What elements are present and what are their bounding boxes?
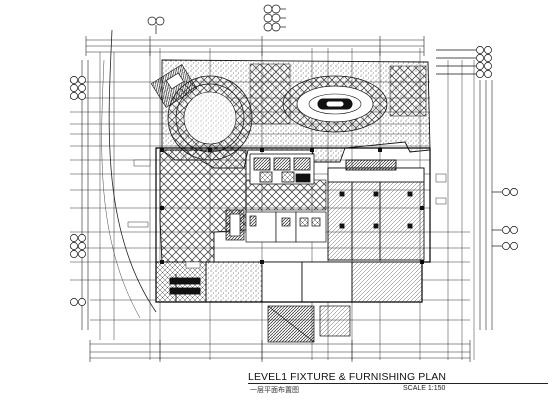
grid-bubble: [70, 250, 86, 258]
site-boundary-curve: [108, 29, 157, 313]
entrance-ramp: [267, 305, 351, 343]
lower-wing: [155, 261, 423, 303]
retail-hall: [327, 159, 425, 261]
herringbone-plaza: [249, 63, 291, 125]
grid-bubble: [502, 226, 518, 234]
building-outline: [155, 147, 431, 303]
bottom-dimension-strings: [89, 340, 471, 362]
corridor-floor: [245, 179, 327, 211]
grid-bubbles-top: [147, 4, 286, 34]
entrance-pavilion: [150, 64, 198, 108]
grid-bubble: [263, 22, 281, 32]
service-core: [249, 153, 315, 185]
title-block: LEVEL1 FIXTURE & FURNISHING PLAN 一层平面布置图…: [248, 369, 548, 409]
oval-fountain: [282, 75, 388, 133]
drawing-title: LEVEL1 FIXTURE & FURNISHING PLAN: [248, 371, 447, 383]
grid-bubble: [263, 13, 281, 23]
site-boundary-curve: [101, 59, 141, 319]
grid-bubbles-left: [70, 76, 86, 306]
grid-bubble: [70, 298, 86, 306]
title-underline: [248, 383, 548, 384]
grid-bubble: [70, 242, 86, 250]
grid-bubble: [502, 242, 518, 250]
lobby-floor: [159, 149, 247, 263]
circular-garden: [167, 75, 253, 161]
drawing-subtitle: 一层平面布置图: [250, 386, 299, 394]
herringbone-plaza: [389, 65, 427, 117]
side-dimension-strings: [81, 60, 493, 330]
grid-bubble: [476, 46, 492, 54]
grid-bubble: [70, 92, 86, 100]
grid-bubble: [147, 16, 165, 26]
annotation-ticks: [127, 159, 447, 269]
scale-label: SCALE 1:150: [403, 385, 446, 392]
grid-bubble: [70, 234, 86, 242]
grid-bubble: [263, 4, 281, 14]
toilet-rooms: [245, 211, 327, 243]
top-dimension-strings: [85, 36, 425, 56]
grid-bubble: [476, 54, 492, 62]
stair-core: [225, 209, 245, 241]
grid-bubble: [70, 76, 86, 84]
grid-bubble: [476, 70, 492, 78]
grid-bubble: [70, 84, 86, 92]
grid-bubble: [502, 188, 518, 196]
grid-bubble: [476, 62, 492, 70]
grid-bubbles-right: [436, 46, 518, 250]
